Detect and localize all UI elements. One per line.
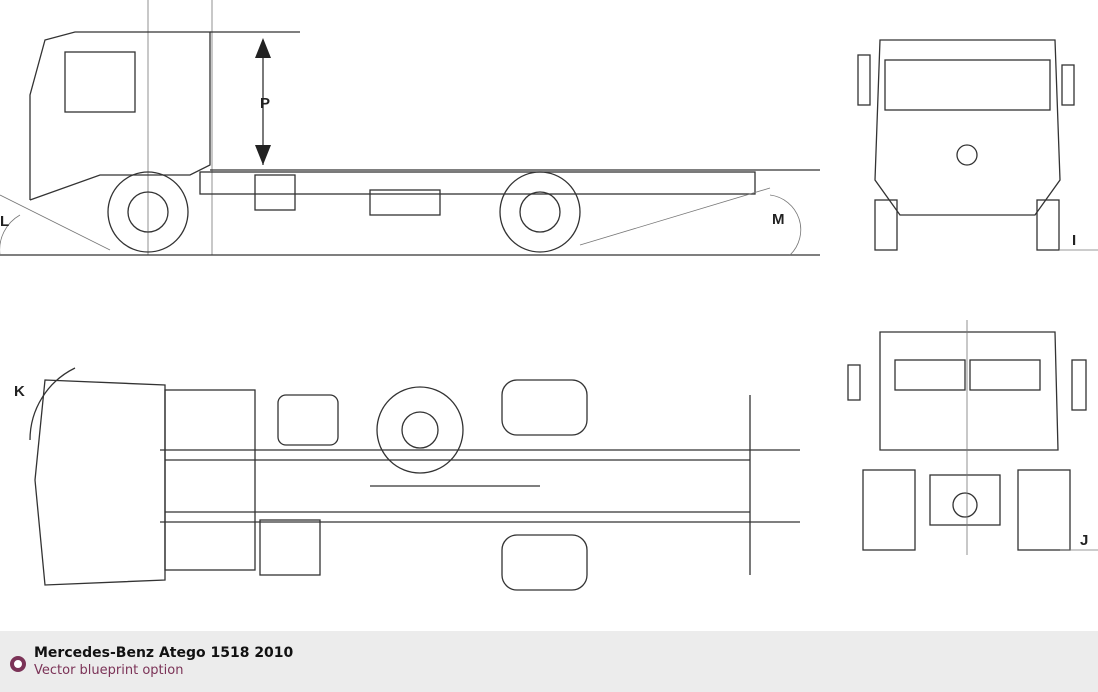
caption-bar: Mercedes-Benz Atego 1518 2010 Vector blu… bbox=[0, 631, 1098, 692]
dimension-label-l: L bbox=[0, 213, 9, 230]
rear-view: J bbox=[847, 320, 1098, 555]
dimension-label-p: P bbox=[260, 95, 270, 112]
front-view: I bbox=[857, 39, 1098, 251]
dimension-label-j: J bbox=[1080, 532, 1088, 549]
dimension-label-i: I bbox=[1072, 232, 1076, 249]
caption-title[interactable]: Mercedes-Benz Atego 1518 2010 bbox=[34, 645, 294, 661]
caption-subtitle[interactable]: Vector blueprint option bbox=[34, 663, 184, 678]
side-view: P L M bbox=[0, 0, 820, 256]
dimension-label-k: K bbox=[14, 383, 25, 400]
truck-blueprint-image: P L M I K J bbox=[0, 0, 1098, 591]
dimension-label-m: M bbox=[772, 211, 785, 228]
top-view: K bbox=[14, 367, 800, 591]
bullet-circle-icon bbox=[10, 656, 26, 672]
